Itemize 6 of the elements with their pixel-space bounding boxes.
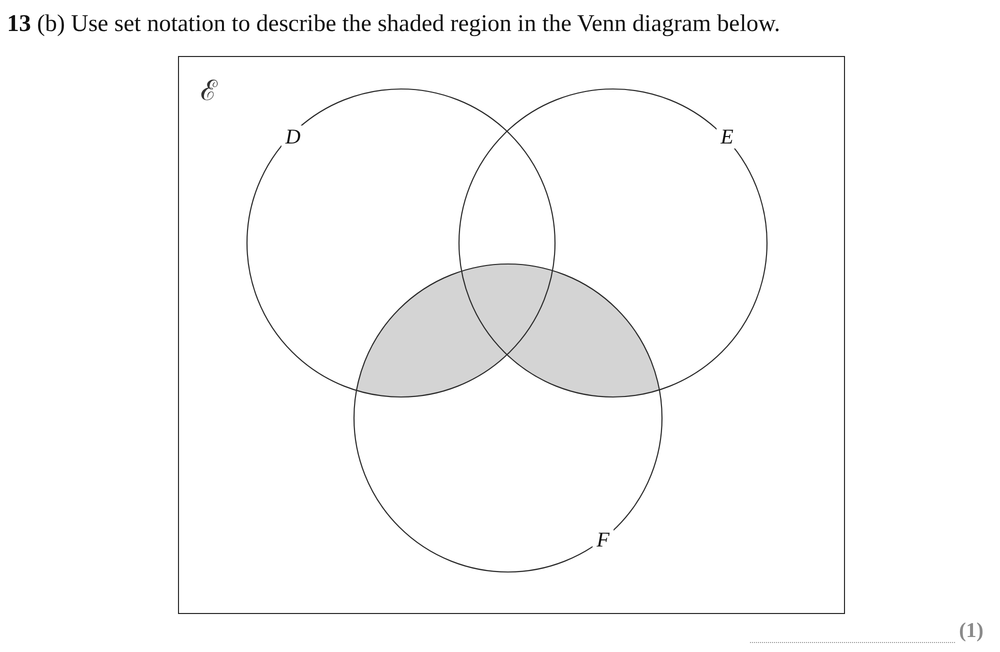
universal-set-symbol: ℰ xyxy=(200,72,219,109)
universal-set-frame xyxy=(178,56,845,614)
set-label: E xyxy=(716,126,738,148)
set-label: D xyxy=(281,126,305,148)
mark-allocation: (1) xyxy=(959,619,984,642)
question-text: 13 (b) Use set notation to describe the shaded region in the Venn diagram below. xyxy=(7,10,780,39)
